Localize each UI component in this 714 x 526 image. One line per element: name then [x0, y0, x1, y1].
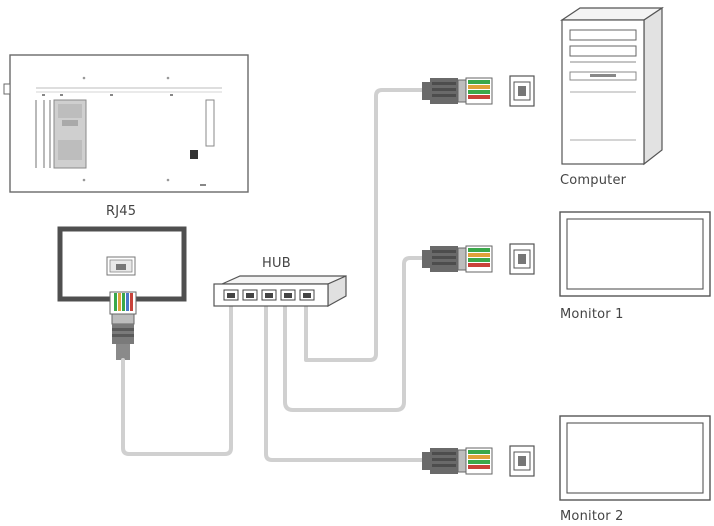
rj45-label: RJ45 — [106, 204, 137, 219]
plug-monitor1 — [422, 245, 493, 273]
jack-monitor2 — [509, 445, 535, 477]
cable-hub-to-monitor2 — [264, 303, 424, 462]
hub-ports — [223, 289, 315, 301]
rj45-port-icon — [106, 256, 136, 276]
monitor-1 — [559, 211, 711, 297]
rj45-port-closeup — [57, 226, 187, 302]
plug-computer — [422, 77, 493, 105]
computer-tower — [560, 6, 664, 166]
cable-hub-to-monitor1 — [283, 256, 424, 412]
jack-monitor1 — [509, 243, 535, 275]
rj45-cable-plug — [109, 291, 137, 360]
monitor2-label: Monitor 2 — [560, 509, 624, 524]
cables — [121, 88, 424, 462]
hub-label: HUB — [262, 256, 291, 271]
cable-hub-to-computer — [304, 88, 424, 362]
display-back-panel — [3, 54, 249, 193]
monitor1-label: Monitor 1 — [560, 307, 624, 322]
network-hub — [213, 275, 347, 308]
plug-monitor2 — [422, 447, 493, 475]
computer-label: Computer — [560, 173, 627, 188]
cable-display-to-hub — [121, 303, 233, 456]
monitor-2 — [559, 415, 711, 501]
jack-computer — [509, 75, 535, 107]
